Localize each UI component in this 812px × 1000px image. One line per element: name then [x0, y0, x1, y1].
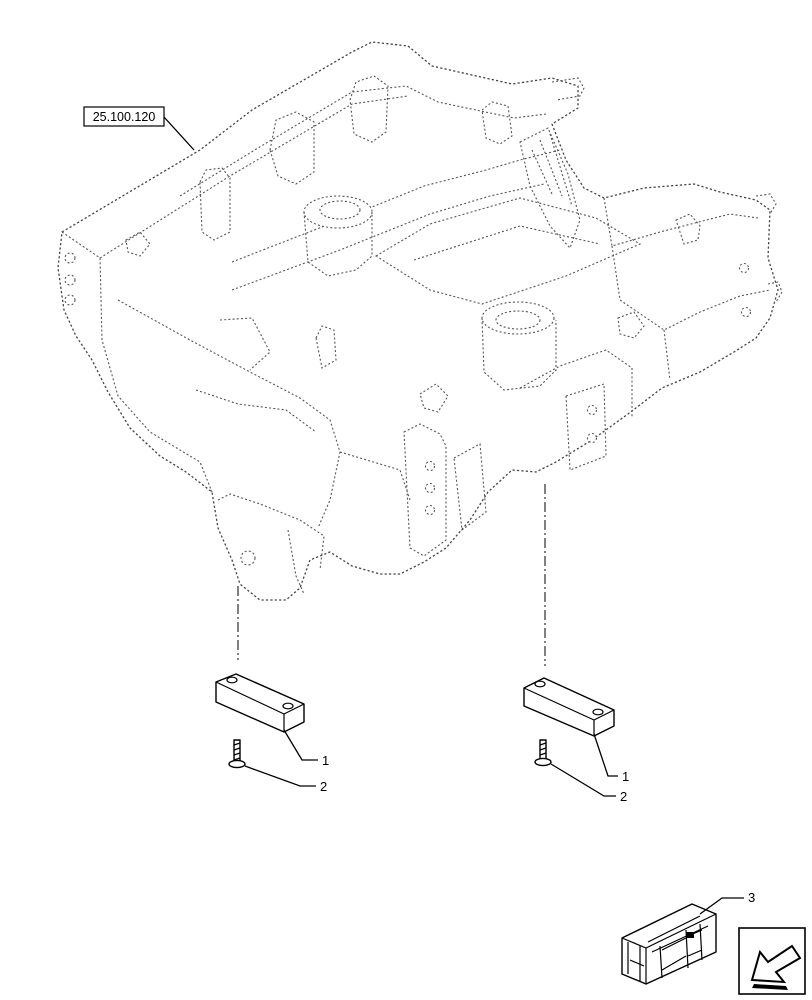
callout-kit: 3	[748, 890, 755, 905]
leader-screw-left	[244, 765, 316, 787]
plate-left[interactable]	[215, 673, 305, 733]
crate-box-icon[interactable]	[621, 903, 717, 985]
callout-screw-left: 2	[320, 779, 327, 794]
screw-left[interactable]	[228, 739, 246, 769]
reference-box-text: 25.100.120	[93, 110, 156, 124]
leader-plate-left	[283, 729, 318, 761]
leader-kit	[699, 897, 744, 915]
screw-right[interactable]	[534, 739, 552, 767]
callout-plate-right: 1	[622, 769, 629, 784]
reference-box[interactable]: 25.100.120	[83, 106, 195, 151]
callout-screw-right: 2	[620, 789, 627, 804]
leader-plate-right	[593, 733, 618, 777]
frame-assembly-ghost	[57, 41, 783, 601]
arrow-down-left-icon	[738, 927, 806, 995]
leader-screw-right	[550, 763, 616, 797]
callout-plate-left: 1	[322, 753, 329, 768]
plate-right[interactable]	[523, 677, 615, 737]
